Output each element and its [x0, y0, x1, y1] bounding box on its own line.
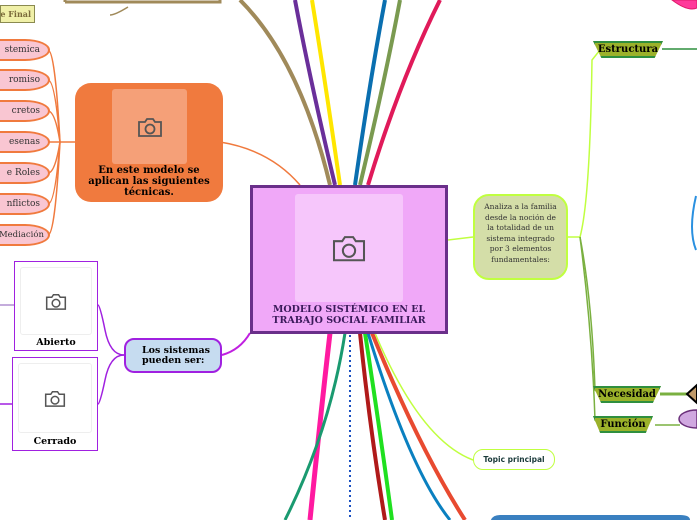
- sistemas-node[interactable]: Los sistemas pueden ser:: [124, 338, 222, 373]
- tecnica-item[interactable]: stemica: [0, 39, 50, 61]
- central-title: MODELO SISTÉMICO EN EL TRABAJO SOCIAL FA…: [272, 304, 426, 326]
- tecnica-item[interactable]: e Roles: [0, 162, 50, 184]
- tecnica-item[interactable]: cretos: [0, 100, 50, 122]
- tecnica-item[interactable]: romiso: [0, 69, 50, 91]
- tecnica-item[interactable]: esenas: [0, 131, 50, 153]
- camera-icon: [295, 194, 403, 302]
- camera-icon: [18, 363, 92, 433]
- camera-icon: [20, 267, 92, 335]
- tecnicas-title: En este modelo se aplican las siguientes…: [88, 165, 210, 198]
- necesidad-node[interactable]: Necesidad: [593, 386, 661, 403]
- central-node[interactable]: MODELO SISTÉMICO EN EL TRABAJO SOCIAL FA…: [250, 185, 448, 334]
- sistema-abierto-node[interactable]: Abierto: [14, 261, 98, 351]
- sistema-label: Abierto: [36, 337, 76, 348]
- tecnicas-node[interactable]: En este modelo se aplican las siguientes…: [75, 83, 223, 202]
- estructura-node[interactable]: Estructura: [593, 41, 663, 58]
- tecnica-item[interactable]: nflictos: [0, 193, 50, 215]
- tecnica-item[interactable]: Mediación: [0, 224, 50, 246]
- sistema-label: Cerrado: [33, 436, 77, 447]
- camera-icon: [112, 89, 187, 164]
- sistema-cerrado-node[interactable]: Cerrado: [12, 357, 98, 451]
- fase-final-node[interactable]: se Final: [0, 5, 35, 23]
- funcion-node[interactable]: Función: [593, 416, 653, 433]
- topic-principal-node[interactable]: Topic principal: [473, 449, 555, 470]
- analiza-node[interactable]: Analiza a la familia desde la noción de …: [473, 194, 568, 280]
